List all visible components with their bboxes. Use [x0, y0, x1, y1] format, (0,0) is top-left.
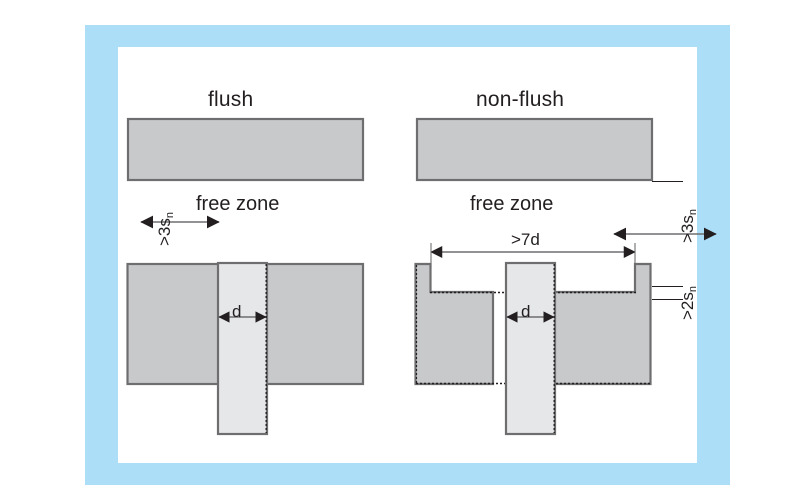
flush-mounting-block-left	[126, 262, 220, 386]
panel-title-flush: flush	[208, 88, 254, 111]
flush-target-plate	[126, 117, 365, 182]
dimension-value-2sn-non-flush: >2s	[678, 292, 697, 320]
nonflush-mounting-block-right	[552, 262, 652, 386]
flush-panel-graphics	[126, 117, 365, 436]
non-flush-panel-graphics	[414, 117, 717, 436]
nonflush-sensor-body	[504, 261, 557, 436]
panel-title-non-flush: non-flush	[476, 88, 565, 111]
dimension-label-3sn-non-flush: >3sn	[678, 208, 699, 243]
dimension-label-3sn-flush: >3sn	[155, 211, 176, 246]
dimension-label-7d: >7d	[511, 230, 540, 249]
dimension-subscript-3sn-non-flush: n	[687, 208, 699, 216]
dimension-label-d-non-flush: d	[521, 302, 531, 321]
dimension-label-d-flush: d	[232, 302, 242, 321]
dimension-value-3sn-non-flush: >3s	[678, 215, 697, 243]
dimension-subscript-2sn-non-flush: n	[687, 285, 699, 293]
dimension-value-3sn-flush: >3s	[155, 218, 174, 246]
flush-mounting-block-right	[264, 262, 365, 386]
nonflush-mounting-block-left	[414, 262, 495, 386]
free-zone-label-flush: free zone	[196, 193, 280, 215]
nonflush-target-plate	[415, 117, 654, 182]
flush-sensor-body	[216, 261, 269, 436]
dimension-subscript-3sn-flush: n	[164, 211, 176, 219]
dimension-label-2sn-non-flush: >2sn	[678, 285, 699, 320]
free-zone-label-non-flush: free zone	[470, 193, 554, 215]
